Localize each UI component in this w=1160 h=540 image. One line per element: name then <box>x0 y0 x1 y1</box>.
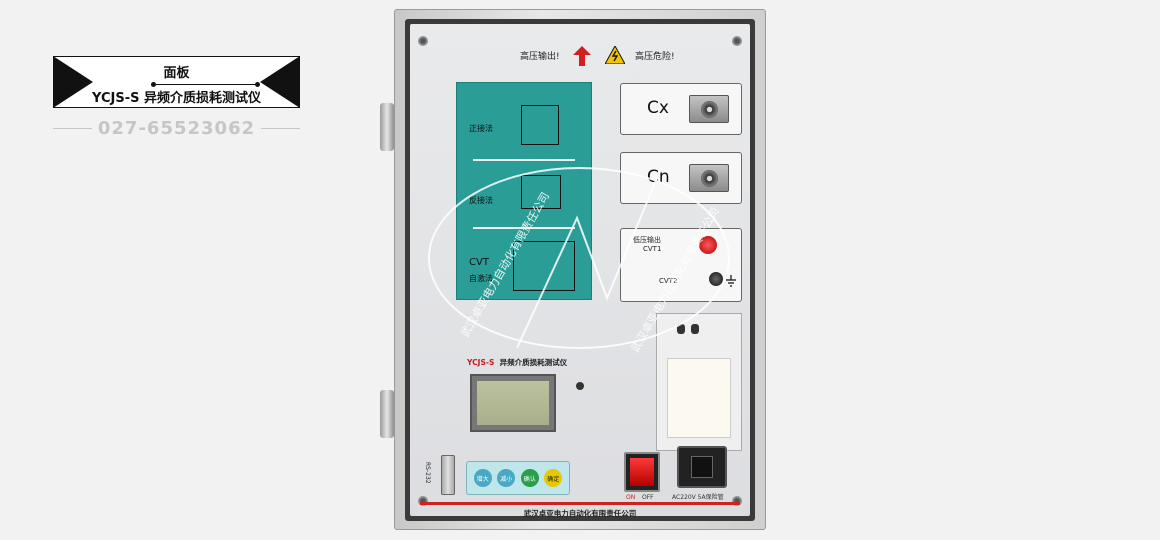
confirm-button[interactable]: 确认 <box>520 469 539 487</box>
increase-button[interactable]: 增大 <box>473 469 492 487</box>
printer-hole <box>677 324 685 334</box>
cvt-label: CVT <box>469 257 489 268</box>
cx-terminal-panel: Cx <box>620 83 742 135</box>
self-excite-label: 自激法 <box>469 274 493 283</box>
phone-number-row: 027-65523062 <box>53 118 300 139</box>
label-title: 面板 <box>163 66 190 81</box>
diagram-circuit <box>521 105 559 145</box>
case-hinge-bottom <box>380 390 394 438</box>
device-frame: 高压输出! 高压危险! 正接法 反接法 CVT 自激法 <box>405 19 755 521</box>
diagram-separator <box>473 227 575 229</box>
cvt-low-output-label: 低压输出 <box>633 236 661 244</box>
screw-icon <box>732 496 742 506</box>
cn-label: Cn <box>647 167 670 187</box>
positive-method-label: 正接法 <box>469 124 493 133</box>
arrow-up-icon <box>573 46 591 66</box>
device-case: 高压输出! 高压危险! 正接法 反接法 CVT 自激法 <box>394 9 766 530</box>
cvt2-label: CVT2 <box>659 277 678 285</box>
ac-power-socket[interactable] <box>677 446 727 488</box>
reverse-method-label: 反接法 <box>469 196 493 205</box>
phone-right-dash <box>261 128 300 129</box>
lcd-screen <box>477 381 549 425</box>
printer-hole <box>691 324 699 334</box>
socket-pins <box>691 456 713 478</box>
case-hinge-top <box>380 103 394 151</box>
keypad: 增大 减小 确认 确定 <box>466 461 570 495</box>
hv-danger-label: 高压危险! <box>635 52 675 62</box>
on-label: ON <box>626 494 636 501</box>
diagram-circuit <box>521 175 561 209</box>
ok-button[interactable]: 确定 <box>544 469 563 487</box>
screw-icon <box>418 36 428 46</box>
indicator-led <box>576 382 584 390</box>
thermal-printer <box>656 313 742 451</box>
label-left-triangle <box>53 56 93 108</box>
warning-icon <box>605 46 625 64</box>
model-code: YCJS-S <box>467 358 495 367</box>
cvt-terminal-panel: 低压输出 CVT1 CVT2 <box>620 228 742 302</box>
company-name: 武汉卓亚电力自动化有限责任公司 <box>523 509 637 518</box>
rs232-port[interactable] <box>441 455 455 495</box>
model-title: YCJS-S 异频介质损耗测试仪 <box>467 357 567 368</box>
ac-fuse-label: AC220V 5A保险管 <box>672 494 724 501</box>
red-stripe <box>420 502 740 505</box>
product-label: 面板 YCJS-S 异频介质损耗测试仪 <box>53 56 300 108</box>
cx-connector[interactable] <box>689 95 729 123</box>
lcd-display <box>470 374 556 432</box>
off-label: OFF <box>642 494 654 501</box>
label-subtitle: YCJS-S 异频介质损耗测试仪 <box>92 91 261 106</box>
cn-terminal-panel: Cn <box>620 152 742 204</box>
power-rocker[interactable] <box>630 458 654 486</box>
rs232-label: RS-232 <box>424 462 431 484</box>
hv-output-label: 高压输出! <box>520 52 560 62</box>
screw-icon <box>418 496 428 506</box>
decrease-button[interactable]: 减小 <box>497 469 516 487</box>
screw-icon <box>732 36 742 46</box>
cvt2-ground-terminal[interactable] <box>709 272 723 286</box>
cx-label: Cx <box>647 98 669 118</box>
cvt1-red-terminal[interactable] <box>699 236 717 254</box>
label-divider <box>151 82 260 87</box>
phone-left-dash <box>53 128 92 129</box>
cvt1-label: CVT1 <box>643 245 662 253</box>
phone-number: 027-65523062 <box>97 118 256 139</box>
diagram-separator <box>473 159 575 161</box>
cn-connector[interactable] <box>689 164 729 192</box>
model-name: 异频介质损耗测试仪 <box>499 358 568 367</box>
control-panel: 高压输出! 高压危险! 正接法 反接法 CVT 自激法 <box>410 24 750 518</box>
printer-paper-slot[interactable] <box>667 358 731 438</box>
ground-icon <box>726 275 736 287</box>
power-switch[interactable] <box>624 452 660 492</box>
diagram-circuit <box>513 241 575 291</box>
label-right-triangle <box>260 56 300 108</box>
wiring-diagram: 正接法 反接法 CVT 自激法 <box>456 82 592 300</box>
